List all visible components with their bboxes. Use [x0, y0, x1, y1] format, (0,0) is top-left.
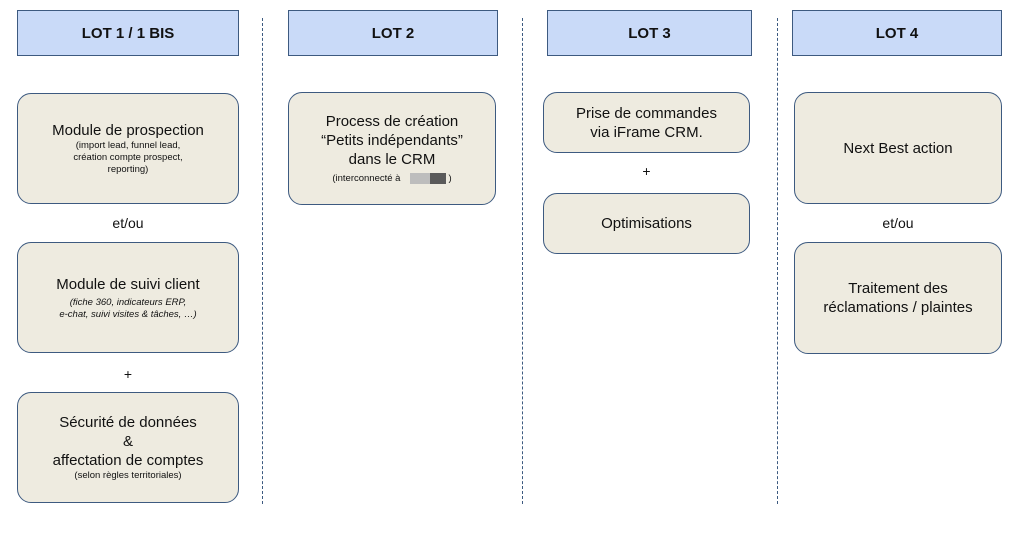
lot3-header: LOT 3 [547, 10, 752, 56]
lot3-box1-title-2: via iFrame CRM. [590, 123, 703, 141]
lot1-module-suivi-client-box: Module de suivi client (fiche 360, indic… [17, 242, 239, 353]
lot1-connector-plus: + [123, 366, 133, 382]
column-divider-2 [522, 18, 523, 504]
lot1-box1-detail-2: création compte prospect, [73, 152, 183, 163]
lot1-box2-detail-1: (fiche 360, indicateurs ERP, [69, 296, 187, 308]
lot2-box1-title-2: “Petits indépendants” [321, 131, 463, 149]
lot1-box3-title-3: affectation de comptes [52, 452, 204, 469]
lot1-box2-detail-2: e-chat, suivi visites & tâches, …) [59, 308, 197, 320]
lot2-box1-title-1: Process de création [325, 112, 459, 130]
lot4-connector-etou: et/ou [882, 215, 914, 231]
lot2-box1-detail: (interconnecté à) [332, 172, 452, 185]
lot4-traitement-reclamations-box: Traitement des réclamations / plaintes [794, 242, 1002, 354]
column-divider-3 [777, 18, 778, 504]
lot1-box1-detail-1: (import lead, funnel lead, [75, 140, 181, 151]
lot4-next-best-action-box: Next Best action [794, 92, 1002, 204]
lot3-prise-commandes-box: Prise de commandes via iFrame CRM. [543, 92, 750, 153]
lot1-connector-etou: et/ou [112, 215, 144, 231]
lot1-box1-title: Module de prospection [52, 122, 204, 139]
lot1-box1-detail-3: reporting) [107, 164, 149, 175]
lot2-header: LOT 2 [288, 10, 498, 56]
lot4-header: LOT 4 [792, 10, 1002, 56]
lot2-box1-detail-suffix: ) [448, 173, 452, 184]
column-divider-1 [262, 18, 263, 504]
lot1-box3-detail: (selon règles territoriales) [74, 470, 182, 481]
lot4-box2-title-2: réclamations / plaintes [823, 299, 973, 316]
lot3-box1-title-1: Prise de commandes [576, 104, 717, 122]
lot1-header: LOT 1 / 1 BIS [17, 10, 239, 56]
lot4-box1-title: Next Best action [843, 139, 953, 157]
lot1-module-prospection-box: Module de prospection (import lead, funn… [17, 93, 239, 204]
lot1-box2-title: Module de suivi client [56, 275, 200, 293]
lot2-box1-title-3: dans le CRM [348, 150, 436, 168]
lot2-process-creation-box: Process de création “Petits indépendants… [288, 92, 496, 205]
lot2-box1-detail-prefix: (interconnecté à [332, 173, 401, 184]
lot3-box2-title: Optimisations [601, 215, 692, 232]
lot3-connector-plus: + [642, 163, 651, 179]
lot1-box3-title-2: & [122, 433, 133, 450]
lot1-securite-donnees-box: Sécurité de données & affectation de com… [17, 392, 239, 503]
lot4-box2-title-1: Traitement des [848, 280, 948, 297]
lot3-optimisations-box: Optimisations [543, 193, 750, 254]
redacted-logo-icon [410, 172, 447, 184]
lot1-box3-title-1: Sécurité de données [59, 414, 197, 431]
